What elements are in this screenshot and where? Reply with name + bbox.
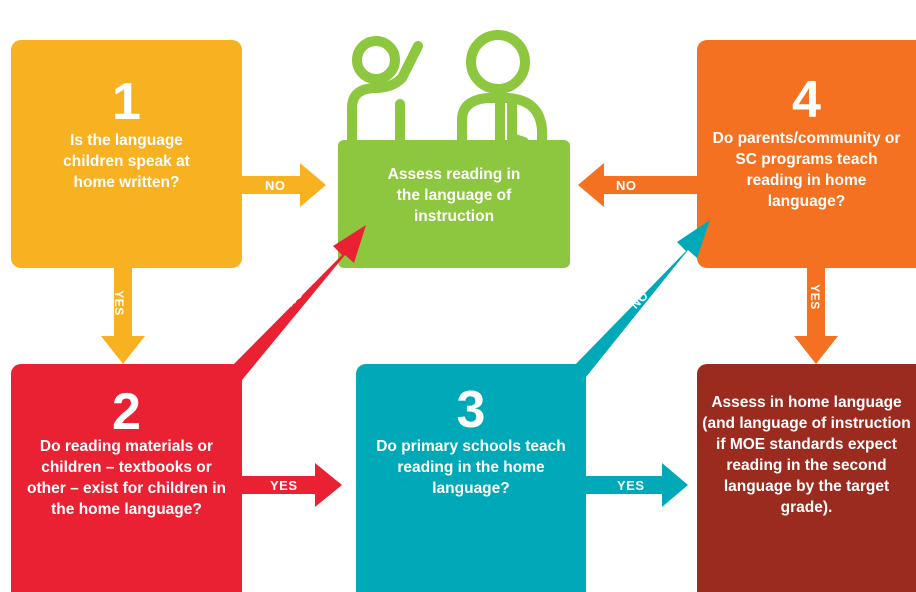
question-box-1: 1 Is the language children speak at home… — [11, 40, 242, 268]
box-text-1: Is the language children speak at home w… — [63, 132, 190, 191]
arrow-box2-to-box3 — [242, 463, 342, 507]
arrow-label-box2-to-box3: YES — [270, 478, 298, 493]
arrow-box2-to-center — [230, 225, 366, 380]
question-box-4: 4 Do parents/community or SC programs te… — [697, 40, 916, 268]
box-text-2: Do reading materials or children – textb… — [27, 438, 226, 518]
arrow-label-box4-to-center: NO — [616, 178, 637, 193]
arrow-label-box3-to-result: YES — [617, 478, 645, 493]
arrow-label-box1-to-center: NO — [265, 178, 286, 193]
box-text-4: Do parents/community or SC programs teac… — [712, 130, 901, 210]
student-arm — [347, 41, 423, 147]
question-box-3: 3 Do primary schools teach reading in th… — [356, 364, 586, 592]
question-box-2: 2 Do reading materials or children – tex… — [11, 364, 242, 592]
box-number-2: 2 — [112, 383, 141, 441]
arrow-box4-to-center — [578, 163, 697, 207]
teacher-head — [466, 30, 530, 94]
arrow-box3-to-result — [586, 463, 688, 507]
arrow-label-box4-to-result: YES — [807, 284, 822, 310]
box-number-1: 1 — [112, 73, 141, 131]
box-number-3: 3 — [456, 381, 486, 439]
arrow-box3-to-box4 — [570, 220, 710, 382]
assess-home-language-box: Assess in home language (and language of… — [697, 364, 916, 592]
arrow-label-box1-to-box2: YES — [111, 290, 126, 316]
assess-home-language-text: Assess in home language (and language of… — [702, 394, 911, 516]
student-head — [352, 36, 400, 84]
arrow-box1-to-box2 — [101, 268, 145, 364]
assess-instruction-box: Assess reading in the language of instru… — [338, 140, 570, 268]
arrow-box1-to-center — [242, 163, 326, 207]
box-text-3: Do primary schools teach reading in the … — [376, 438, 566, 497]
arrow-box4-to-result — [794, 268, 838, 364]
box-number-4: 4 — [792, 71, 821, 129]
assess-instruction-text: Assess reading in the language of instru… — [387, 166, 521, 225]
